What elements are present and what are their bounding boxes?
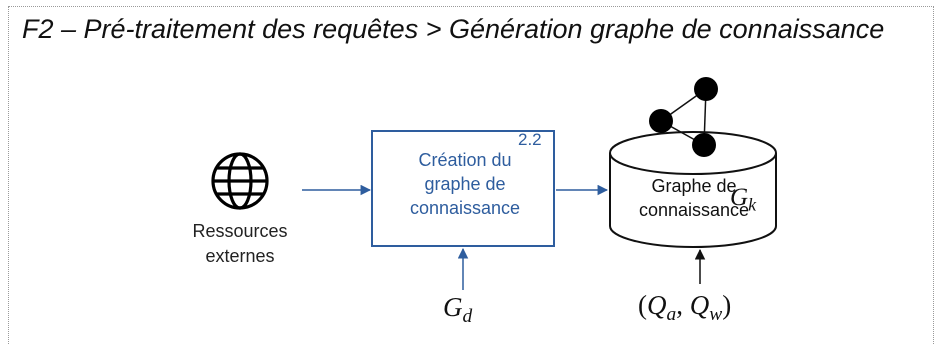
store-label-line: connaissance: [638, 200, 750, 220]
process-label-line: graphe de: [424, 174, 506, 194]
process-number: 2.2: [518, 130, 542, 149]
graph-node: [694, 77, 718, 101]
process-label-line: Création du: [418, 150, 512, 170]
input-gd: Gd: [443, 292, 473, 327]
source-label-line: externes: [205, 246, 275, 266]
process-label: Création du graphe de connaissance: [385, 148, 545, 220]
globe-icon: [211, 152, 269, 210]
source-label: Ressources externes: [170, 219, 310, 269]
graph-node: [649, 109, 673, 133]
store-label: Graphe de connaissance: [614, 174, 774, 222]
process-box: [371, 130, 555, 247]
input-queries: (Qa, Qw): [638, 290, 732, 325]
process-label-line: connaissance: [409, 198, 521, 218]
diagram-frame: [8, 6, 934, 344]
store-symbol: Gk: [730, 184, 757, 215]
graph-node: [692, 133, 716, 157]
knowledge-graph-store: [609, 131, 777, 248]
store-label-line: Graphe de: [651, 176, 737, 196]
diagram-title: F2 – Pré-traitement des requêtes > Génér…: [22, 14, 885, 44]
source-label-line: Ressources: [192, 221, 288, 241]
